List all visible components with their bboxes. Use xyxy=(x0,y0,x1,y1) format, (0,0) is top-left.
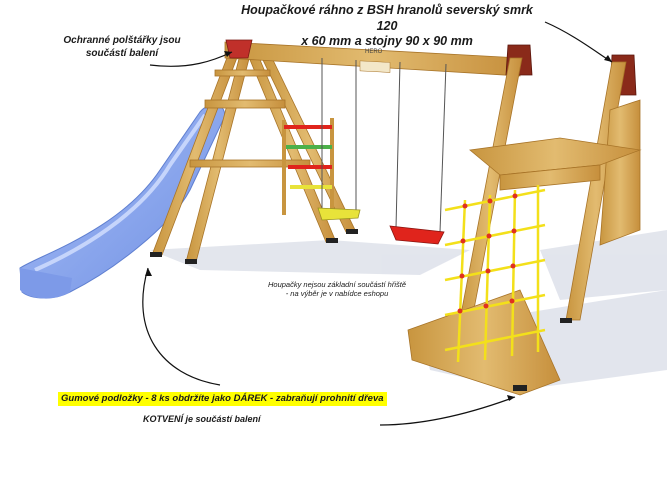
slide xyxy=(19,104,226,299)
ladder xyxy=(282,118,334,215)
swings xyxy=(317,58,447,245)
cushion-note-line-1: Ochranné polštářky jsou xyxy=(63,35,181,46)
beam-spec-line-1: Houpačkové ráhno z BSH hranolů severský … xyxy=(241,3,533,33)
swings-note-line-2: - na výběr je v nabídce eshopu xyxy=(285,289,389,299)
swings-note-line-1: Houpačky nejsou základní součástí hřiště xyxy=(268,280,406,289)
beam-spec-line-2: x 60 mm a stojny 90 x 90 mm xyxy=(301,34,473,49)
beam-spec-note: Houpačkové ráhno z BSH hranolů severský … xyxy=(232,3,542,50)
rubber-pads xyxy=(150,229,572,391)
cushion-note: Ochranné polštářky jsou součástí balení xyxy=(52,35,192,60)
beam-brand-label: HERO xyxy=(365,49,383,55)
cushion-note-line-2: součástí balení xyxy=(85,47,159,59)
rubber-pads-note: Gumové podložky - 8 ks obdržíte jako DÁR… xyxy=(58,392,387,406)
anchoring-note: KOTVENÍ je součástí balení xyxy=(143,414,261,424)
swings-note: Houpačky nejsou základní součástí hřiště… xyxy=(252,280,422,299)
arrowheads xyxy=(145,51,612,401)
climbing-net xyxy=(444,185,546,363)
